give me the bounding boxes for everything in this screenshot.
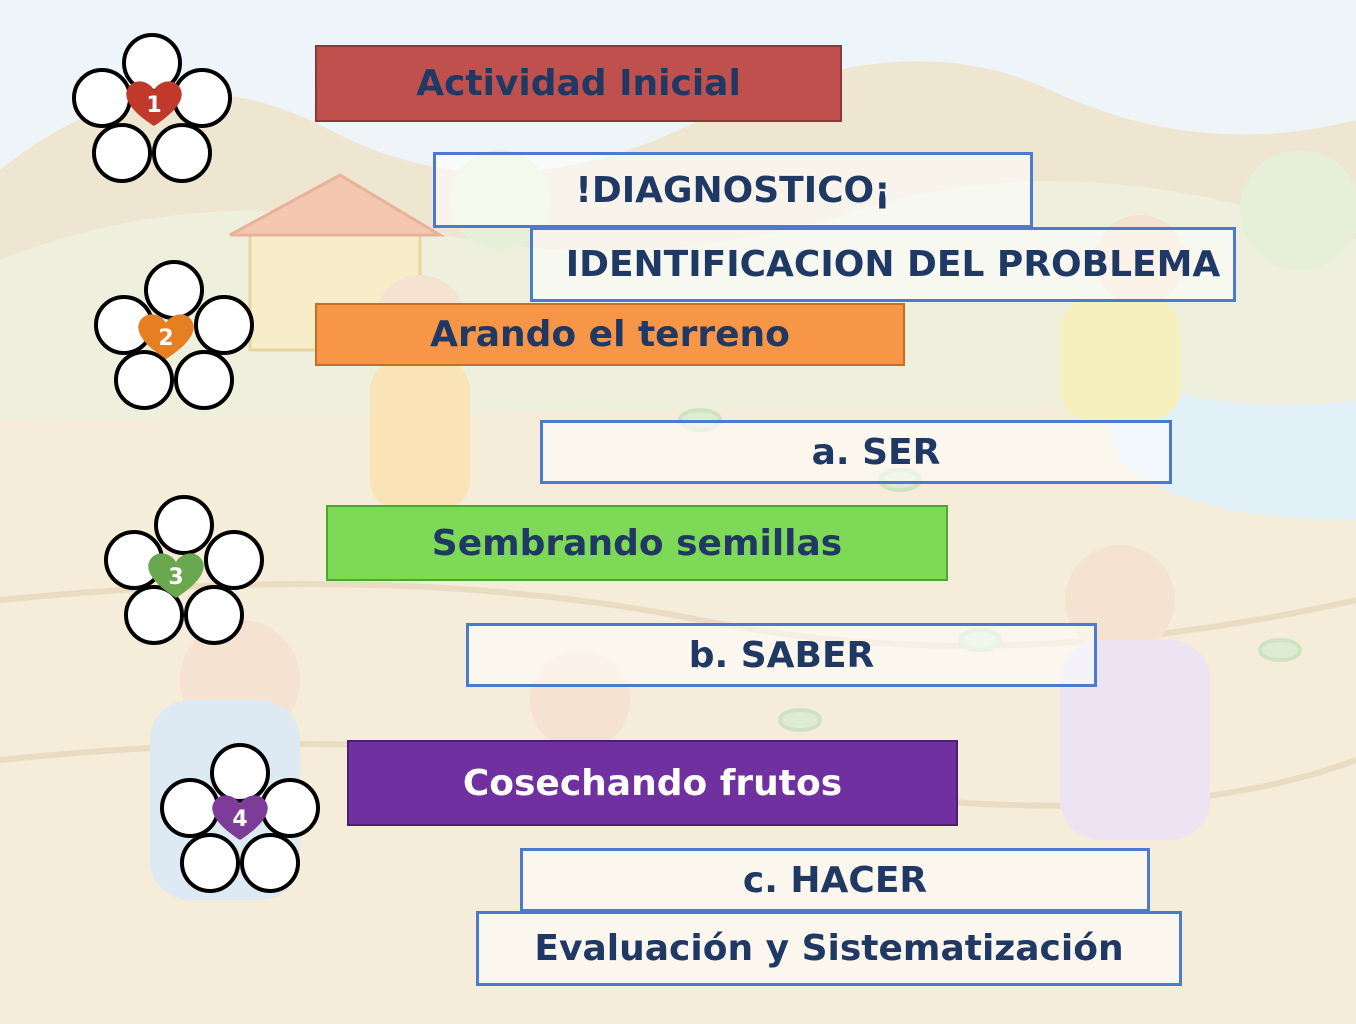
hacer-label: c. HACER — [742, 859, 928, 901]
diagnostico-box[interactable]: !DIAGNOSTICO¡ — [433, 152, 1033, 228]
heart-icon — [126, 81, 182, 126]
step-4-title-box[interactable]: Cosechando frutos — [347, 740, 958, 826]
step-number: 2 — [158, 326, 173, 351]
ser-label: a. SER — [811, 431, 941, 473]
evaluacion-box[interactable]: Evaluación y Sistematización — [476, 911, 1182, 986]
heart-icon — [148, 553, 204, 598]
identificacion-label: IDENTIFICACION DEL PROBLEMA — [565, 244, 1221, 285]
identificacion-box[interactable]: IDENTIFICACION DEL PROBLEMA — [530, 227, 1236, 302]
ser-box[interactable]: a. SER — [540, 420, 1172, 484]
flower-step-3-icon: 3 — [94, 490, 274, 650]
diagnostico-label: !DIAGNOSTICO¡ — [575, 169, 891, 211]
flower-step-1-icon: 1 — [62, 28, 242, 188]
step-3-title: Sembrando semillas — [431, 522, 843, 564]
step-number: 4 — [232, 807, 247, 832]
step-4-title: Cosechando frutos — [462, 762, 843, 804]
heart-icon — [138, 314, 194, 359]
saber-box[interactable]: b. SABER — [466, 623, 1097, 687]
flower-step-2-icon: 2 — [84, 255, 264, 415]
saber-label: b. SABER — [688, 634, 875, 676]
hacer-box[interactable]: c. HACER — [520, 848, 1150, 912]
step-2-title-box[interactable]: Arando el terreno — [315, 303, 905, 366]
evaluacion-label: Evaluación y Sistematización — [534, 928, 1124, 969]
heart-icon — [212, 795, 268, 840]
step-number: 1 — [146, 93, 161, 118]
step-1-title: Actividad Inicial — [416, 63, 741, 104]
flower-step-4-icon: 4 — [150, 738, 330, 898]
step-number: 3 — [168, 565, 183, 590]
step-1-title-box[interactable]: Actividad Inicial — [315, 45, 842, 122]
step-2-title: Arando el terreno — [430, 314, 790, 355]
step-3-title-box[interactable]: Sembrando semillas — [326, 505, 948, 581]
